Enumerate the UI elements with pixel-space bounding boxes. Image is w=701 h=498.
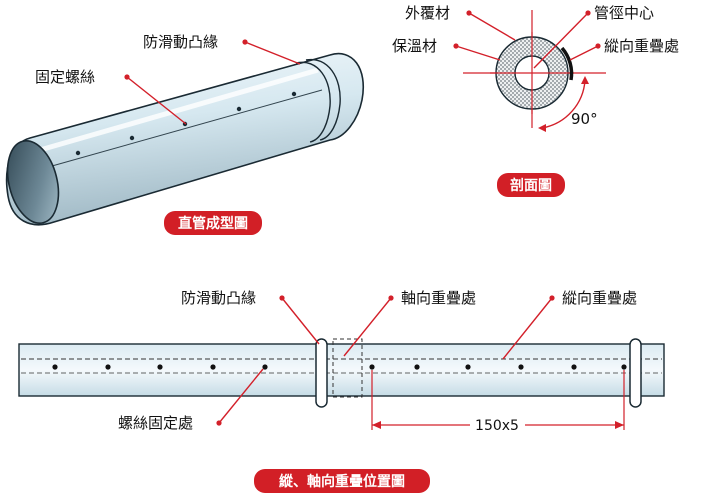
screw-dot — [465, 364, 471, 370]
screw-dot — [571, 364, 577, 370]
straight-pipe-illustration — [5, 52, 364, 226]
screw-dot — [52, 364, 58, 370]
dimension-value: 150x5 — [475, 418, 519, 434]
label-angle: 90° — [571, 110, 598, 128]
axial-overlap-box — [332, 338, 363, 398]
straight-pipe-labels: 防滑動凸緣 固定螺絲 直管成型圖 — [35, 33, 301, 235]
flange-ring-left — [315, 338, 328, 408]
label-outer-cover: 外覆材 — [405, 4, 450, 22]
dimension-line: 150x5 — [371, 370, 625, 434]
cross-section-labels: 外覆材 管徑中心 保溫材 縱向重疊處 90° 剖面圖 — [392, 4, 679, 197]
overlap-layout-labels: 防滑動凸緣 軸向重疊處 縱向重疊處 螺絲固定處 150x5 縱、軸向重疊位置圖 — [118, 289, 637, 493]
cross-section-illustration — [463, 10, 606, 132]
caption-straight-pipe — [164, 211, 262, 235]
longitudinal-overlap-arc — [560, 46, 574, 81]
label-insulation: 保溫材 — [392, 37, 437, 55]
caption-overlap-layout — [254, 469, 430, 493]
label-pipe-center: 管徑中心 — [594, 4, 654, 22]
pipe-flange-ring — [295, 61, 331, 143]
svg-text:縱、軸向重疊位置圖: 縱、軸向重疊位置圖 — [279, 473, 405, 490]
flat-duct-strip — [18, 343, 665, 397]
screw-dot — [210, 364, 216, 370]
svg-text:剖面圖: 剖面圖 — [510, 177, 552, 194]
layout-screw-dots — [52, 364, 627, 370]
screw-dot — [369, 364, 375, 370]
screw-dot — [291, 91, 297, 97]
angle-arc — [541, 79, 586, 129]
screw-dot — [105, 364, 111, 370]
label-longitudinal-overlap-section: 縱向重疊處 — [604, 37, 679, 55]
flange-ring-right — [629, 338, 642, 408]
label-roll-groove-bottom: 防滑動凸緣 — [181, 289, 256, 307]
label-roll-groove-top: 防滑動凸緣 — [143, 33, 218, 51]
svg-text:直管成型圖: 直管成型圖 — [178, 215, 248, 232]
screw-dot — [236, 106, 242, 112]
overlap-layout-illustration — [18, 338, 665, 408]
caption-section — [497, 173, 565, 197]
screw-dot — [414, 364, 420, 370]
pipe-seam-line — [51, 89, 323, 167]
screw-dot — [262, 364, 268, 370]
screw-dot — [129, 135, 135, 141]
label-axial-overlap: 軸向重疊處 — [401, 289, 476, 307]
label-longitudinal-overlap-bottom: 縱向重疊處 — [562, 289, 637, 307]
screw-dot — [75, 150, 81, 156]
screw-dot — [621, 364, 627, 370]
screw-dot — [518, 364, 524, 370]
screw-dot — [157, 364, 163, 370]
label-screw-top: 固定螺絲 — [35, 68, 95, 86]
pipe-open-end — [6, 140, 60, 224]
label-screw-position: 螺絲固定處 — [118, 414, 193, 432]
